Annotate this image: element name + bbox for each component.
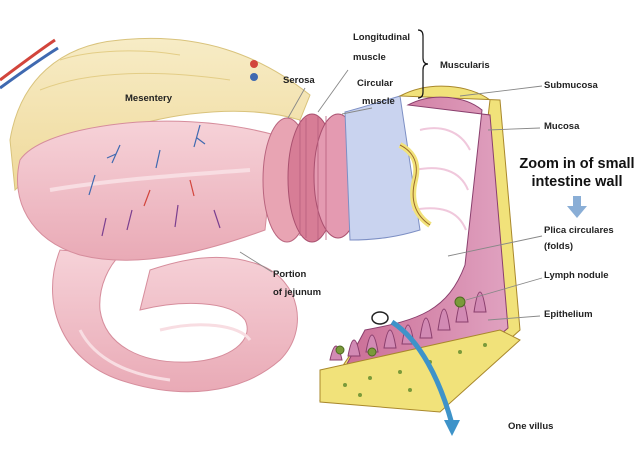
villus-highlight [371, 311, 460, 436]
label-mucosa: Mucosa [544, 121, 580, 132]
label-circular-muscle-2: muscle [362, 96, 395, 107]
label-zoom-line-2: intestine wall [531, 174, 623, 190]
jejunum-loops [52, 249, 298, 393]
label-lymph-nodule: Lymph nodule [544, 270, 609, 281]
jejunum-tube [17, 120, 276, 261]
label-portion-1: Portion [273, 269, 307, 280]
label-one-villus: One villus [508, 421, 554, 432]
leader-lines [239, 69, 543, 321]
label-portion-2: of jejunum [273, 287, 322, 298]
muscularis-bracket [417, 29, 429, 99]
label-plica-circulares-2: (folds) [544, 241, 574, 252]
label-epithelium: Epithelium [544, 309, 593, 320]
label-submucosa: Submucosa [544, 80, 598, 91]
intestine-vessels [88, 124, 221, 237]
label-circular-muscle-1: Circular [357, 78, 393, 89]
mesenteric-vessels [0, 38, 258, 90]
cross-section-wedge [319, 85, 521, 411]
label-serosa: Serosa [283, 75, 315, 86]
label-mesentery: Mesentery [125, 93, 172, 104]
plica-circulares [331, 96, 509, 401]
zoom-arrow-icon [567, 196, 587, 218]
label-longitudinal-muscle-1: Longitudinal [353, 32, 410, 43]
submucosa-band [344, 95, 421, 241]
label-muscularis: Muscularis [440, 60, 490, 71]
lymph-nodules [335, 296, 466, 357]
wall-layers [262, 95, 421, 243]
label-longitudinal-muscle-2: muscle [353, 52, 386, 63]
label-plica-circulares-1: Plica circulares [544, 225, 614, 236]
label-zoom-line-1: Zoom in of small [519, 156, 635, 172]
